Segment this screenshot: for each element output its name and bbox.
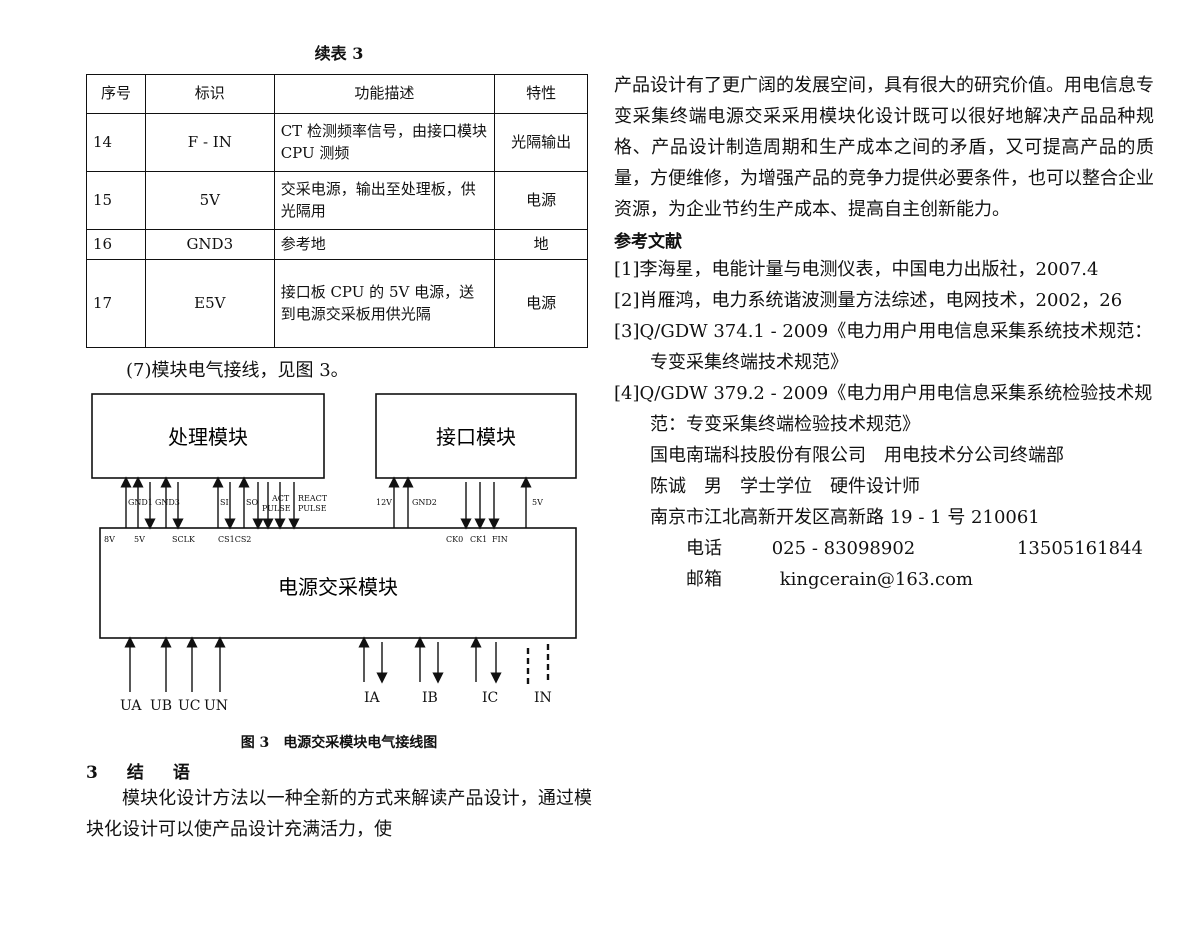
row-id: GND3 — [144, 229, 275, 260]
label-ck0: CK0 — [446, 535, 463, 544]
wiring-diagram: 处理模块 接口模块 电源交采模块 — [86, 388, 592, 718]
label-in: IN — [534, 690, 552, 706]
label-act-pulse: PULSE — [262, 504, 291, 513]
label-react: REACT — [298, 494, 328, 503]
label-sclk: SCLK — [172, 535, 196, 544]
section-title: 3 结 语 — [86, 763, 196, 783]
label-gnd1: GND1 — [128, 498, 153, 507]
table-row: 17 E5V 接口板 CPU 的 5V 电源，送到电源交采板用供光隔 电源 — [86, 259, 588, 348]
row-prop: 地 — [494, 229, 588, 260]
label-react-pulse: PULSE — [298, 504, 327, 513]
current-inputs — [358, 636, 502, 684]
row-id: F - IN — [144, 113, 275, 172]
table-row: 16 GND3 参考地 地 — [86, 229, 588, 260]
processing-module-box — [91, 393, 325, 479]
label-ck1: CK1 — [470, 535, 487, 544]
label-gnd3: GND3 — [155, 498, 180, 507]
label-5v-top: 5V — [532, 498, 543, 507]
label-uc: UC — [178, 698, 201, 714]
author-affiliation: 国电南瑞科技股份有限公司 用电技术分公司终端部 — [650, 445, 1064, 466]
voltage-labels: UA UB UC UN — [120, 698, 228, 714]
row-num: 16 — [86, 229, 146, 260]
label-si: SI — [220, 498, 229, 507]
label-gnd2: GND2 — [412, 498, 437, 507]
table-header-row: 序号 标识 功能描述 特性 — [86, 74, 588, 114]
label-un: UN — [204, 698, 228, 714]
label-fin: FIN — [492, 535, 508, 544]
label-ic: IC — [482, 690, 498, 706]
header-desc: 功能描述 — [273, 74, 496, 114]
row-id: E5V — [144, 259, 275, 348]
interface-module-box — [375, 393, 577, 479]
label-ib: IB — [422, 690, 438, 706]
header-prop: 特性 — [494, 74, 588, 114]
spec-table: 序号 标识 功能描述 特性 14 F - IN CT 检测频率信号，由接口模块 … — [86, 74, 588, 348]
right-column: 产品设计有了更广阔的发展空间，具有很大的研究价值。用电信息专变采集终端电源交采采… — [614, 70, 1154, 595]
table-caption: 续表 3 — [314, 44, 364, 63]
conclusion-paragraph: 模块化设计方法以一种全新的方式来解读产品设计，通过模块化设计可以使产品设计充满活… — [86, 788, 592, 840]
label-ia: IA — [364, 690, 381, 706]
phone-label: 电话 — [686, 538, 722, 559]
table-row: 14 F - IN CT 检测频率信号，由接口模块 CPU 测频 光隔输出 — [86, 113, 588, 172]
label-so: SO — [246, 498, 258, 507]
row-num: 17 — [86, 259, 146, 348]
neutral-current-lines — [526, 644, 550, 684]
references-heading: 参考文献 — [614, 232, 682, 252]
voltage-inputs — [124, 636, 226, 692]
phone-number: 025 - 83098902 — [771, 538, 916, 559]
author-phone: 电话 025 - 83098902 13505161844 — [614, 533, 1154, 564]
row-num: 14 — [86, 113, 146, 172]
row-id: 5V — [144, 171, 275, 230]
wiring-diagram-svg: 处理模块 接口模块 电源交采模块 — [91, 393, 577, 714]
author-email: 邮箱 kingcerain@163.com — [614, 564, 1154, 595]
reference-item: [4]Q/GDW 379.2 - 2009《电力用户用电信息采集系统检验技术规范… — [614, 383, 1153, 435]
conclusion-continued: 产品设计有了更广阔的发展空间，具有很大的研究价值。用电信息专变采集终端电源交采采… — [614, 75, 1154, 220]
label-act: ACT — [271, 494, 290, 503]
reference-item: [2]肖雁鸿，电力系统谐波测量方法综述，电网技术，2002，26 — [614, 290, 1123, 311]
upper-connections — [120, 476, 532, 530]
email-address: kingcerain@163.com — [779, 569, 973, 590]
current-labels: IA IB IC IN — [364, 690, 552, 706]
reference-item: [3]Q/GDW 374.1 - 2009《电力用户用电信息采集系统技术规范：专… — [614, 321, 1153, 373]
email-label: 邮箱 — [686, 569, 722, 590]
reference-item: [1]李海星，电能计量与电测仪表，中国电力出版社，2007.4 — [614, 259, 1099, 280]
label-12v: 12V — [376, 498, 392, 507]
header-id: 标识 — [144, 74, 275, 114]
see-figure-line: (7)模块电气接线，见图 3。 — [126, 360, 349, 381]
row-prop: 电源 — [494, 171, 588, 230]
author-address: 南京市江北高新开发区高新路 19 - 1 号 210061 — [650, 507, 1040, 528]
row-prop: 光隔输出 — [494, 113, 588, 172]
label-5v-inner: 5V — [134, 535, 145, 544]
processing-module-label: 处理模块 — [168, 425, 248, 449]
interface-module-label: 接口模块 — [436, 425, 516, 449]
header-num: 序号 — [86, 74, 146, 114]
row-desc: 交采电源，输出至处理板，供光隔用 — [273, 171, 496, 230]
upper-labels: GND1 GND3 SI SO ACT PULSE REACT PULSE 12… — [128, 494, 543, 513]
power-module-box — [99, 527, 577, 639]
figure-caption: 图 3 电源交采模块电气接线图 — [240, 735, 438, 751]
label-cs1cs2: CS1CS2 — [218, 535, 251, 544]
row-desc: 参考地 — [273, 229, 496, 260]
mobile-number: 13505161844 — [1016, 538, 1143, 559]
row-num: 15 — [86, 171, 146, 230]
row-prop: 电源 — [494, 259, 588, 348]
left-column: 续表 3 序号 标识 功能描述 特性 14 F - IN CT 检测频率信号，由… — [86, 40, 592, 845]
power-module-label: 电源交采模块 — [278, 575, 398, 599]
inner-labels: 8V 5V SCLK CS1CS2 CK0 CK1 FIN — [104, 535, 508, 544]
label-8v: 8V — [104, 535, 115, 544]
row-desc: 接口板 CPU 的 5V 电源，送到电源交采板用供光隔 — [273, 259, 496, 348]
label-ua: UA — [120, 698, 142, 714]
row-desc: CT 检测频率信号，由接口模块 CPU 测频 — [273, 113, 496, 172]
table-row: 15 5V 交采电源，输出至处理板，供光隔用 电源 — [86, 171, 588, 230]
author-info: 陈诚 男 学士学位 硬件设计师 — [650, 476, 920, 497]
label-ub: UB — [150, 698, 172, 714]
